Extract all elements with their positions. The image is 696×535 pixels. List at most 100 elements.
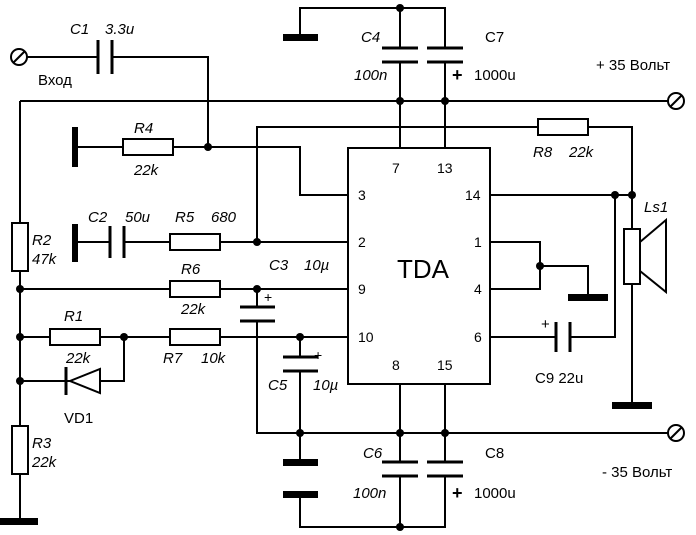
label-c6-value: 100n [353, 485, 386, 502]
capacitor-c6[interactable] [382, 460, 418, 478]
pin-10: 10 [358, 329, 374, 345]
ground-bar-c2 [72, 224, 78, 262]
terminal-supply-negative[interactable] [667, 424, 685, 442]
label-r8-value: 22k [568, 144, 595, 161]
label-input: Вход [38, 72, 72, 89]
ground-symbols [0, 34, 652, 525]
label-c3-value: 10µ [304, 257, 329, 274]
junction-dot [253, 238, 261, 246]
junction-dot [204, 143, 212, 151]
resistor-r4[interactable] [122, 138, 174, 156]
junction-dot [611, 191, 619, 199]
label-c6: C6 [363, 445, 383, 462]
terminal-input[interactable] [10, 48, 28, 66]
label-supply-positive: + 35 Вольт [596, 57, 670, 74]
resistor-r5[interactable] [169, 233, 221, 251]
pin-6: 6 [474, 329, 482, 345]
label-r1: R1 [64, 308, 83, 325]
diode-vd1[interactable] [58, 367, 101, 395]
label-c8-value: 1000u [474, 485, 516, 502]
component-labels: C1 3.3u Вход C4 100n C7 + 1000u + 35 Вол… [31, 21, 672, 503]
ic-body[interactable] [347, 147, 491, 385]
junction-dot [296, 429, 304, 437]
pin-15: 15 [437, 357, 453, 373]
label-c2: C2 [88, 209, 108, 226]
label-c5: C5 [268, 377, 288, 394]
label-r6: R6 [181, 261, 201, 278]
pin-2: 2 [358, 234, 366, 250]
pin-13: 13 [437, 160, 453, 176]
ground-bar-bottom [283, 491, 318, 498]
ground-bar-pin1-4 [568, 294, 608, 301]
ic-name: TDA [397, 254, 450, 284]
pin-7: 7 [392, 160, 400, 176]
junction-dot [396, 4, 404, 12]
label-c2-value: 50u [125, 209, 151, 226]
label-c5-value: 10µ [313, 377, 338, 394]
junction-dot [628, 191, 636, 199]
capacitor-c3[interactable] [240, 305, 275, 323]
capacitor-c4[interactable] [382, 46, 418, 64]
pin-3: 3 [358, 187, 366, 203]
label-c5-plus: + [314, 347, 322, 363]
label-r5-value: 680 [211, 209, 237, 226]
label-c8: C8 [485, 445, 504, 462]
pin-4: 4 [474, 281, 482, 297]
resistor-r2[interactable] [11, 222, 29, 272]
resistor-r3[interactable] [11, 425, 29, 475]
resistor-r8[interactable] [537, 118, 589, 136]
pin-9: 9 [358, 281, 366, 297]
junction-dot [536, 262, 544, 270]
label-c7-plus: + [452, 65, 463, 85]
label-r7-value: 10k [201, 350, 227, 367]
junction-dot [296, 333, 304, 341]
capacitor-c1[interactable] [96, 40, 114, 74]
terminal-supply-positive[interactable] [667, 92, 685, 110]
label-c3: C3 [269, 257, 289, 274]
capacitor-c7[interactable] [427, 46, 463, 64]
label-c7-value: 1000u [474, 67, 516, 84]
ground-bar-r4 [72, 127, 78, 167]
speaker-ls1[interactable] [623, 217, 667, 295]
capacitor-c8[interactable] [427, 460, 463, 478]
ground-bar-top [283, 34, 318, 41]
label-r5: R5 [175, 209, 195, 226]
wires [19, 7, 668, 528]
junction-dot [396, 429, 404, 437]
resistor-r6[interactable] [169, 280, 221, 298]
label-r2-value: 47k [32, 251, 58, 268]
resistor-r1[interactable] [49, 328, 101, 346]
label-r6-value: 22k [180, 301, 207, 318]
pin-1: 1 [474, 234, 482, 250]
ground-bar-c5 [283, 459, 318, 466]
capacitor-c9[interactable] [554, 322, 572, 352]
label-r4-value: 22k [133, 162, 160, 179]
pin-8: 8 [392, 357, 400, 373]
capacitor-c2[interactable] [108, 226, 126, 258]
junction-dot [441, 97, 449, 105]
label-c4: C4 [361, 29, 380, 46]
label-c7: C7 [485, 29, 504, 46]
label-c1: C1 [70, 21, 89, 38]
ic-pin-numbers: 7 13 3 14 2 1 9 4 10 6 8 15 [358, 160, 482, 373]
resistor-r7[interactable] [169, 328, 221, 346]
label-r7: R7 [163, 350, 183, 367]
capacitor-c5[interactable] [283, 355, 318, 373]
label-c9: C9 22u [535, 370, 583, 387]
junction-dot [396, 523, 404, 531]
label-c8-plus: + [452, 483, 463, 503]
label-vd1: VD1 [64, 410, 93, 427]
junction-dots [16, 4, 636, 531]
label-r2: R2 [32, 232, 52, 249]
label-r3-value: 22k [31, 454, 58, 471]
ground-bar-speaker [612, 402, 652, 409]
junction-dot [120, 333, 128, 341]
junction-dot [441, 429, 449, 437]
label-r4: R4 [134, 120, 153, 137]
label-r3: R3 [32, 435, 52, 452]
label-c3-plus: + [264, 289, 272, 305]
ground-bar-r3 [0, 518, 38, 525]
label-c1-value: 3.3u [105, 21, 135, 38]
label-r8: R8 [533, 144, 553, 161]
junction-dot [16, 285, 24, 293]
